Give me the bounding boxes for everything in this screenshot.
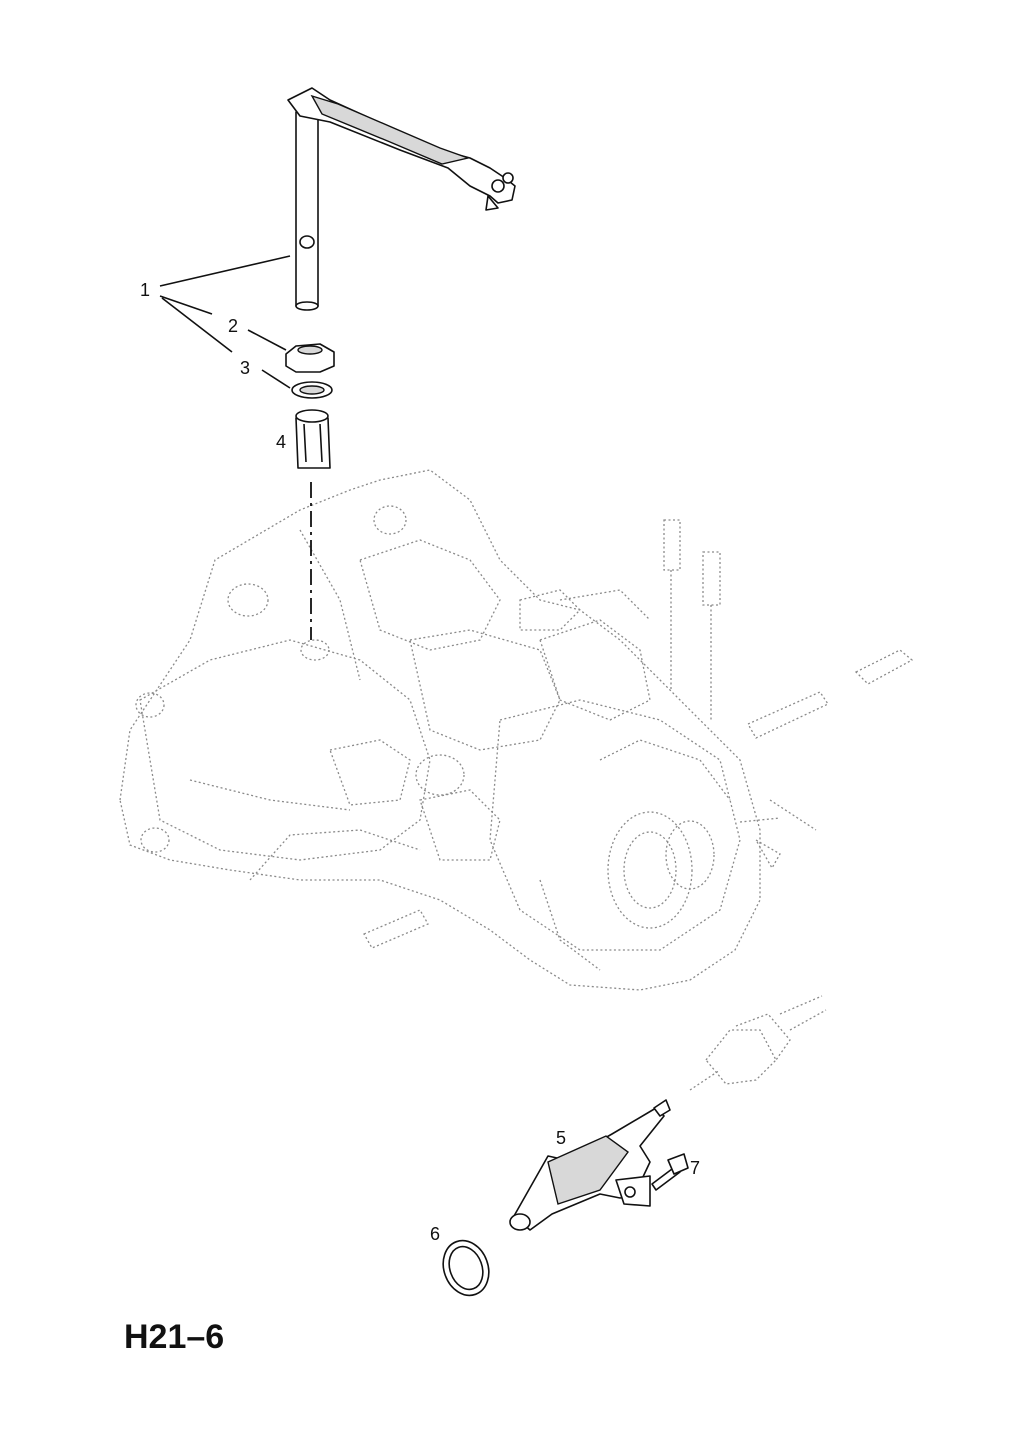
callout-7: 7 [690,1158,700,1178]
gearbox-housing-outline [119,469,914,991]
shift-shaft-part-1 [287,87,516,311]
o-ring-part-6 [442,1239,490,1297]
boot-part-2 [285,343,335,373]
seal-ring-part-3 [291,381,333,399]
bolt-part-7 [651,1153,689,1191]
callout-2: 2 [228,316,238,336]
speedometer-cable-outline [689,995,827,1091]
leader-lines [159,255,291,389]
speedometer-drive-part-5 [509,1099,671,1231]
bushing-part-4 [295,409,331,469]
callout-3: 3 [240,358,250,378]
callout-1: 1 [140,280,150,300]
figure-code: H21–6 [124,1318,225,1356]
callout-6: 6 [430,1224,440,1244]
callout-5: 5 [556,1128,566,1148]
callout-4: 4 [276,432,286,452]
